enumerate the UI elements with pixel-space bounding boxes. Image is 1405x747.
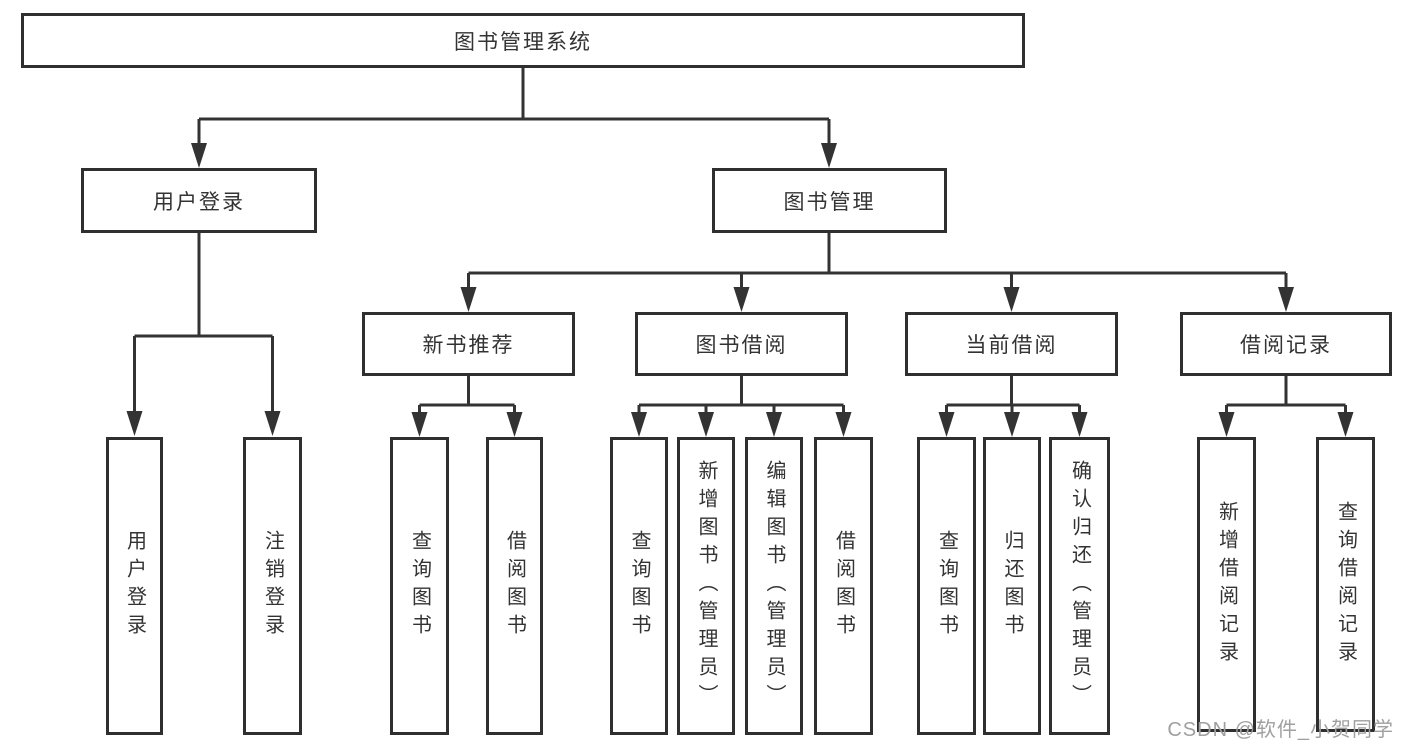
leaf-current-query-books: 查询图书: [917, 437, 976, 735]
leaf-query-borrow-record-label: 查询借阅记录: [1334, 500, 1357, 669]
edge-records-to-leaves: [1225, 376, 1347, 414]
leaf-edit-book-admin: 编辑图书（管理员）: [745, 437, 803, 735]
leaf-borrow-query-books: 查询图书: [610, 437, 668, 735]
node-book-management: 图书管理: [712, 168, 947, 233]
node-new-book-recommend: 新书推荐: [362, 312, 575, 376]
leaf-borrow-books: 借阅图书: [814, 437, 873, 735]
watermark: CSDN @软件_小贺同学: [1167, 719, 1394, 741]
node-borrow-records-label: 借阅记录: [1240, 334, 1332, 357]
edge-borrow-to-leaves: [637, 376, 845, 414]
leaf-add-book-admin: 新增图书（管理员）: [677, 437, 735, 735]
leaf-confirm-return-admin-label: 确认归还（管理员）: [1068, 460, 1091, 712]
leaf-user-login: 用户登录: [106, 437, 163, 735]
leaf-return-books-label: 归还图书: [1001, 530, 1023, 642]
leaf-add-borrow-record-label: 新增借阅记录: [1215, 500, 1238, 669]
leaf-logout: 注销登录: [243, 437, 302, 735]
leaf-recommend-borrow-books-label: 借阅图书: [503, 530, 526, 642]
leaf-recommend-borrow-books: 借阅图书: [486, 437, 543, 735]
leaf-recommend-query-books: 查询图书: [390, 437, 449, 735]
node-book-management-label: 图书管理: [783, 190, 876, 214]
leaf-add-borrow-record: 新增借阅记录: [1197, 437, 1256, 732]
edge-recommend-to-leaves: [418, 376, 516, 414]
node-user-login: 用户登录: [81, 168, 317, 233]
leaf-add-book-admin-label: 新增图书（管理员）: [695, 460, 717, 712]
node-book-borrow-label: 图书借阅: [695, 334, 788, 357]
node-current-borrow-label: 当前借阅: [965, 334, 1058, 357]
leaf-borrow-books-label: 借阅图书: [832, 530, 855, 642]
node-current-borrow: 当前借阅: [905, 312, 1118, 376]
leaf-edit-book-admin-label: 编辑图书（管理员）: [763, 460, 785, 712]
edge-mgmt-to-level3: [467, 233, 1288, 289]
edge-current-to-leaves: [945, 376, 1081, 414]
leaf-query-borrow-record: 查询借阅记录: [1316, 437, 1375, 732]
node-borrow-records: 借阅记录: [1180, 312, 1392, 376]
node-user-login-label: 用户登录: [153, 190, 245, 214]
node-book-borrow: 图书借阅: [635, 312, 848, 376]
leaf-user-login-label: 用户登录: [123, 530, 146, 642]
leaf-recommend-query-books-label: 查询图书: [408, 530, 431, 642]
node-new-book-recommend-label: 新书推荐: [422, 334, 515, 357]
leaf-logout-label: 注销登录: [261, 530, 284, 642]
edge-root-to-level2: [197, 68, 831, 145]
node-root-system: 图书管理系统: [21, 13, 1025, 68]
node-root-system-label: 图书管理系统: [454, 30, 592, 54]
leaf-current-query-books-label: 查询图书: [935, 530, 958, 642]
leaf-borrow-query-books-label: 查询图书: [628, 530, 650, 642]
leaf-return-books: 归还图书: [983, 437, 1041, 735]
edge-login-to-leaves: [133, 233, 274, 412]
leaf-confirm-return-admin: 确认归还（管理员）: [1049, 437, 1110, 735]
